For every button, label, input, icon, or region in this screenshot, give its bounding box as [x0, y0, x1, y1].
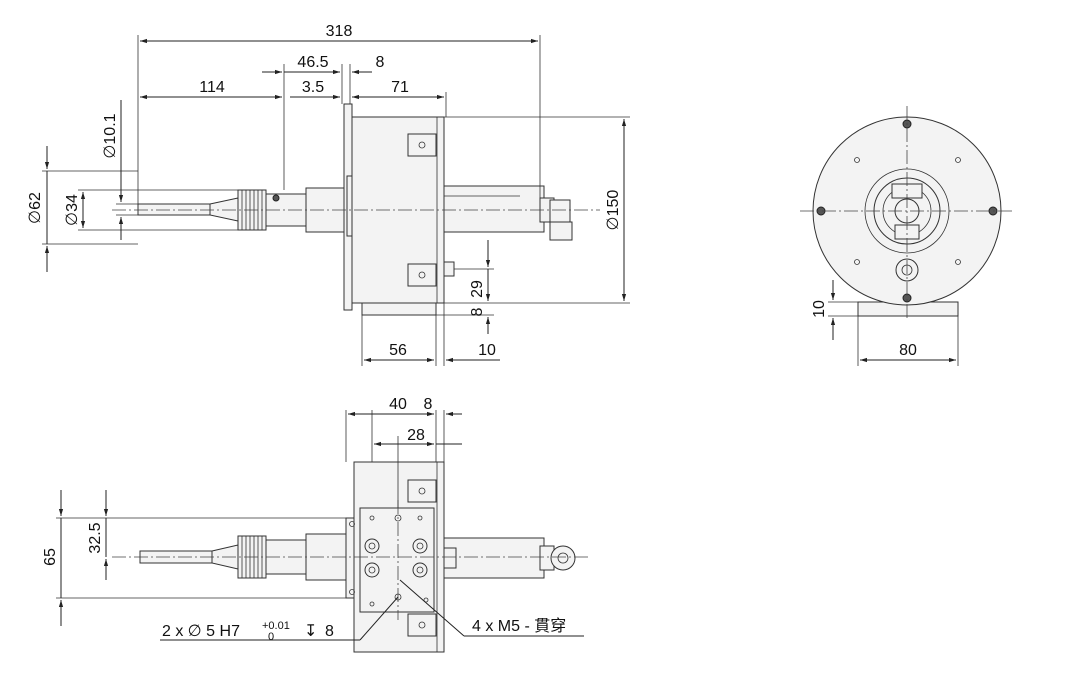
- end-view: [800, 106, 1014, 318]
- m5-hole-3: [364, 562, 380, 578]
- dim-dia-62: ∅62: [27, 192, 44, 224]
- probe-stylus: [137, 203, 211, 216]
- side-view-dimensions: 318 46.5 8 114 3.5 71 ∅62 ∅34 ∅10.1: [27, 23, 630, 366]
- cylinder-body: [443, 185, 545, 233]
- dim-8-top-view: 8: [424, 396, 433, 413]
- dim-46-5: 46.5: [297, 54, 328, 71]
- dim-10-bottom: 10: [478, 342, 496, 359]
- top-cylinder: [443, 537, 545, 579]
- air-fitting-elbow: [549, 221, 573, 241]
- dim-32-5: 32.5: [87, 522, 104, 553]
- dim-56: 56: [389, 342, 407, 359]
- small-fitting: [443, 261, 455, 277]
- top-mount-plate: [359, 507, 435, 613]
- side-view: [112, 103, 600, 316]
- dim-114: 114: [199, 79, 225, 96]
- mount-slot-bottom: [407, 263, 437, 287]
- dim-71: 71: [391, 79, 409, 96]
- dim-dia-150: ∅150: [605, 190, 622, 231]
- probe-taper: [209, 197, 239, 222]
- air-fitting: [549, 199, 571, 223]
- dim-dia-10-1: ∅10.1: [102, 113, 119, 158]
- dim-8-side: 8: [469, 307, 486, 316]
- m5-hole-2: [412, 538, 428, 554]
- dim-3-5: 3.5: [302, 79, 324, 96]
- callout-depth-value: 8: [325, 623, 334, 640]
- top-view-dimensions: 40 8 28 65 32.5 2 x ∅ 5 H7 +0.01 0 ↧ 8 4…: [42, 396, 584, 643]
- callout-pin-holes: 2 x ∅ 5 H7: [162, 623, 240, 640]
- indicator-dot: [272, 194, 280, 202]
- callout-depth-symbol: ↧: [304, 623, 317, 640]
- m5-hole-1: [364, 538, 380, 554]
- dim-65: 65: [42, 548, 59, 566]
- mount-slot-top: [407, 133, 437, 157]
- dim-80: 80: [899, 342, 917, 359]
- m5-hole-4: [412, 562, 428, 578]
- dim-10-end: 10: [811, 300, 828, 318]
- base-plate: [361, 302, 437, 316]
- callout-tol-upper: +0.01: [262, 620, 290, 632]
- top-cylinder-collar: [443, 547, 457, 569]
- dim-40: 40: [389, 396, 407, 413]
- callout-m5-holes: 4 x M5 - 貫穿: [472, 617, 566, 635]
- dim-dia-34: ∅34: [64, 194, 81, 226]
- top-fitting: [550, 545, 576, 571]
- dim-8-top: 8: [376, 54, 385, 71]
- pin-hole-2: [394, 514, 402, 522]
- dim-29: 29: [469, 280, 486, 298]
- top-view: [112, 461, 590, 653]
- callout-tol-lower: 0: [268, 631, 274, 643]
- dim-318: 318: [326, 23, 353, 40]
- end-view-dimensions: 10 80: [811, 280, 959, 366]
- top-slot-upper: [407, 479, 437, 503]
- top-slot-lower: [407, 613, 437, 637]
- dim-28: 28: [407, 427, 425, 444]
